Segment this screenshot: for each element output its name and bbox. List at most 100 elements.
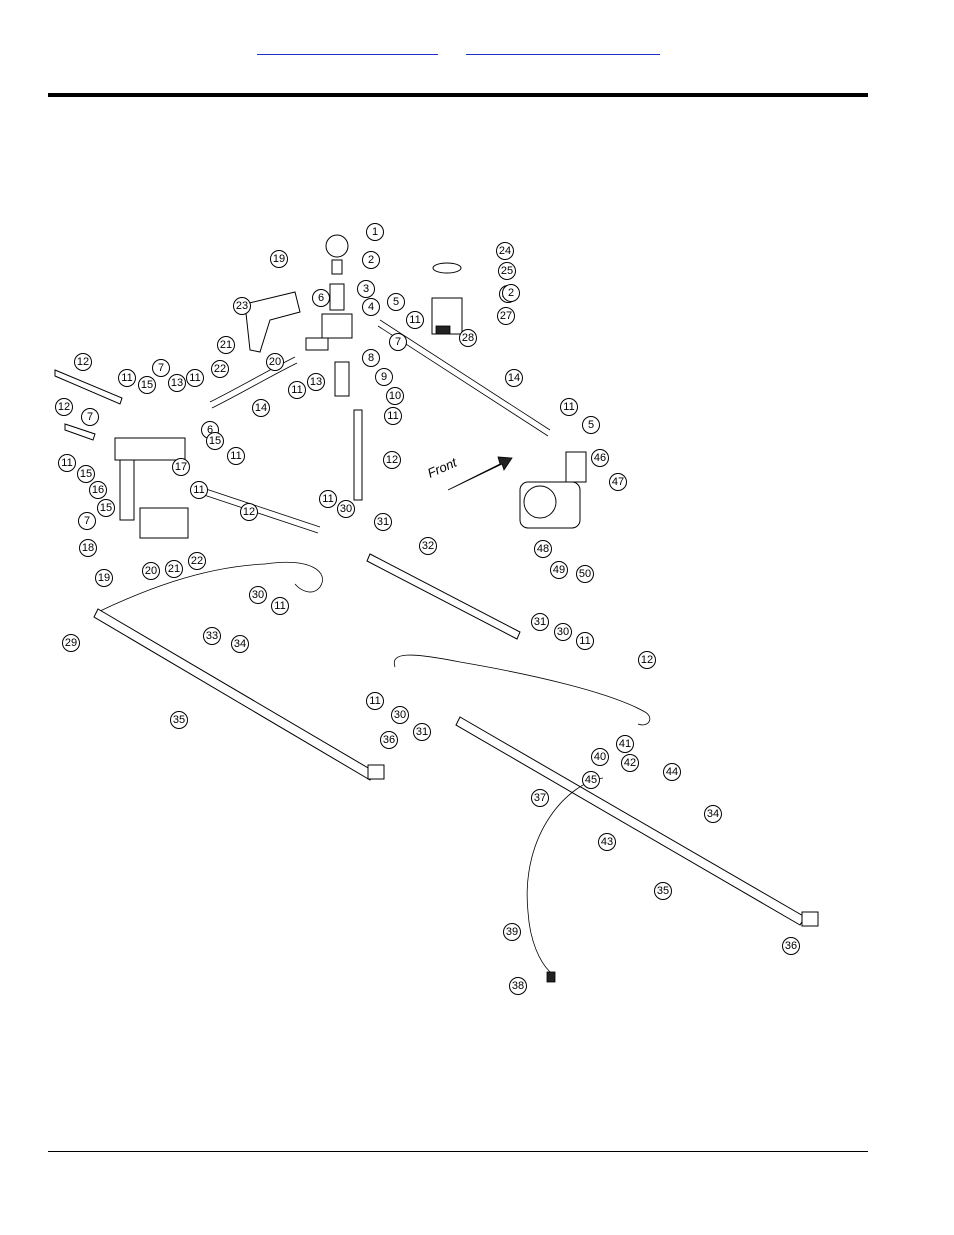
callout-20: 20: [142, 562, 160, 580]
callout-19: 19: [95, 569, 113, 587]
callout-number: 5: [393, 296, 399, 308]
callout-12: 12: [638, 651, 656, 669]
callout-circle: [55, 398, 73, 416]
callout-30: 30: [391, 706, 409, 724]
hose-to-boom: [97, 563, 266, 613]
mount-plate: [139, 507, 189, 539]
callout-23: 23: [233, 297, 251, 315]
callout-circle: [413, 723, 431, 741]
callout-37: 37: [531, 789, 549, 807]
callout-number: 3: [363, 283, 369, 295]
callout-circle: [419, 537, 437, 555]
callout-number: 11: [409, 314, 420, 326]
callout-46: 46: [591, 449, 609, 467]
callout-circle: [118, 369, 136, 387]
callout-circle: [591, 748, 609, 766]
callout-number: 48: [537, 543, 549, 555]
callout-circle: [531, 613, 549, 631]
callout-number: 18: [82, 542, 94, 554]
callout-number: 16: [92, 484, 104, 496]
callout-number: 23: [236, 300, 248, 312]
callout-number: 9: [381, 371, 387, 383]
callout-circle: [503, 923, 521, 941]
hose-end-fitting: [546, 971, 556, 983]
hose-14-right: [379, 319, 551, 431]
callout-circle: [374, 513, 392, 531]
callout-number: 30: [340, 503, 352, 515]
header-link-left[interactable]: [257, 40, 438, 55]
callout-number: 6: [318, 292, 324, 304]
callout-circle: [366, 692, 384, 710]
header-link-right[interactable]: [466, 40, 660, 55]
callout-7: 7: [81, 408, 99, 426]
callout-number: 35: [173, 714, 185, 726]
callout-number: 2: [368, 254, 374, 266]
filter-label: [435, 325, 451, 335]
callout-number: 14: [508, 372, 520, 384]
callout-27: 27: [497, 307, 515, 325]
callout-40: 40: [591, 748, 609, 766]
callout-circle: [288, 381, 306, 399]
callout-13: 13: [168, 374, 186, 392]
callout-number: 25: [501, 265, 513, 277]
callout-30: 30: [554, 623, 572, 641]
callout-circle: [534, 540, 552, 558]
callout-circle: [312, 289, 330, 307]
callout-circle: [406, 311, 424, 329]
callout-circle: [357, 280, 375, 298]
callout-number: 31: [416, 726, 428, 738]
callout-number: 27: [500, 310, 512, 322]
callout-circle: [591, 449, 609, 467]
callout-32: 32: [419, 537, 437, 555]
callout-9: 9: [375, 368, 393, 386]
callout-number: 5: [588, 419, 594, 431]
callout-number: 7: [395, 336, 401, 348]
callout-number: 30: [394, 709, 406, 721]
callout-circle: [307, 373, 325, 391]
callout-circle: [554, 623, 572, 641]
callout-circle: [172, 458, 190, 476]
callout-18: 18: [79, 539, 97, 557]
boom-end-cap-right: [801, 911, 819, 927]
callout-circle: [217, 336, 235, 354]
callout-circle: [203, 627, 221, 645]
callout-12: 12: [240, 503, 258, 521]
callout-circle: [95, 569, 113, 587]
callout-number: 28: [462, 332, 474, 344]
callout-number: 11: [579, 635, 590, 647]
callout-11: 11: [406, 311, 424, 329]
callout-circle: [383, 451, 401, 469]
callout-number: 10: [389, 390, 401, 402]
callout-circle: [319, 490, 337, 508]
callout-number: 31: [377, 516, 389, 528]
callout-10: 10: [386, 387, 404, 405]
callout-42: 42: [621, 754, 639, 772]
callout-12: 12: [383, 451, 401, 469]
callout-circle: [206, 432, 224, 450]
front-arrow: [447, 456, 513, 491]
callout-11: 11: [366, 692, 384, 710]
callout-circle: [616, 735, 634, 753]
callout-circle: [560, 398, 578, 416]
callout-41: 41: [616, 735, 634, 753]
boom-right: [455, 716, 806, 926]
pipe-12-vertical: [353, 409, 363, 501]
callout-8: 8: [362, 349, 380, 367]
callout-47: 47: [609, 473, 627, 491]
callout-circle: [663, 763, 681, 781]
callout-circle: [240, 503, 258, 521]
callout-2: 2: [502, 284, 520, 302]
callout-circle: [638, 651, 656, 669]
callout-number: 24: [499, 245, 511, 257]
callout-number: 11: [189, 372, 200, 384]
boom-end-cap-left: [367, 764, 385, 780]
callout-circle: [138, 376, 156, 394]
callout-number: 19: [273, 253, 285, 265]
valve-stem: [329, 283, 345, 311]
callout-12: 12: [55, 398, 73, 416]
callout-circle: [79, 539, 97, 557]
callout-36: 36: [782, 937, 800, 955]
callout-30: 30: [337, 500, 355, 518]
callout-number: 39: [506, 926, 518, 938]
callout-number: 15: [209, 435, 221, 447]
